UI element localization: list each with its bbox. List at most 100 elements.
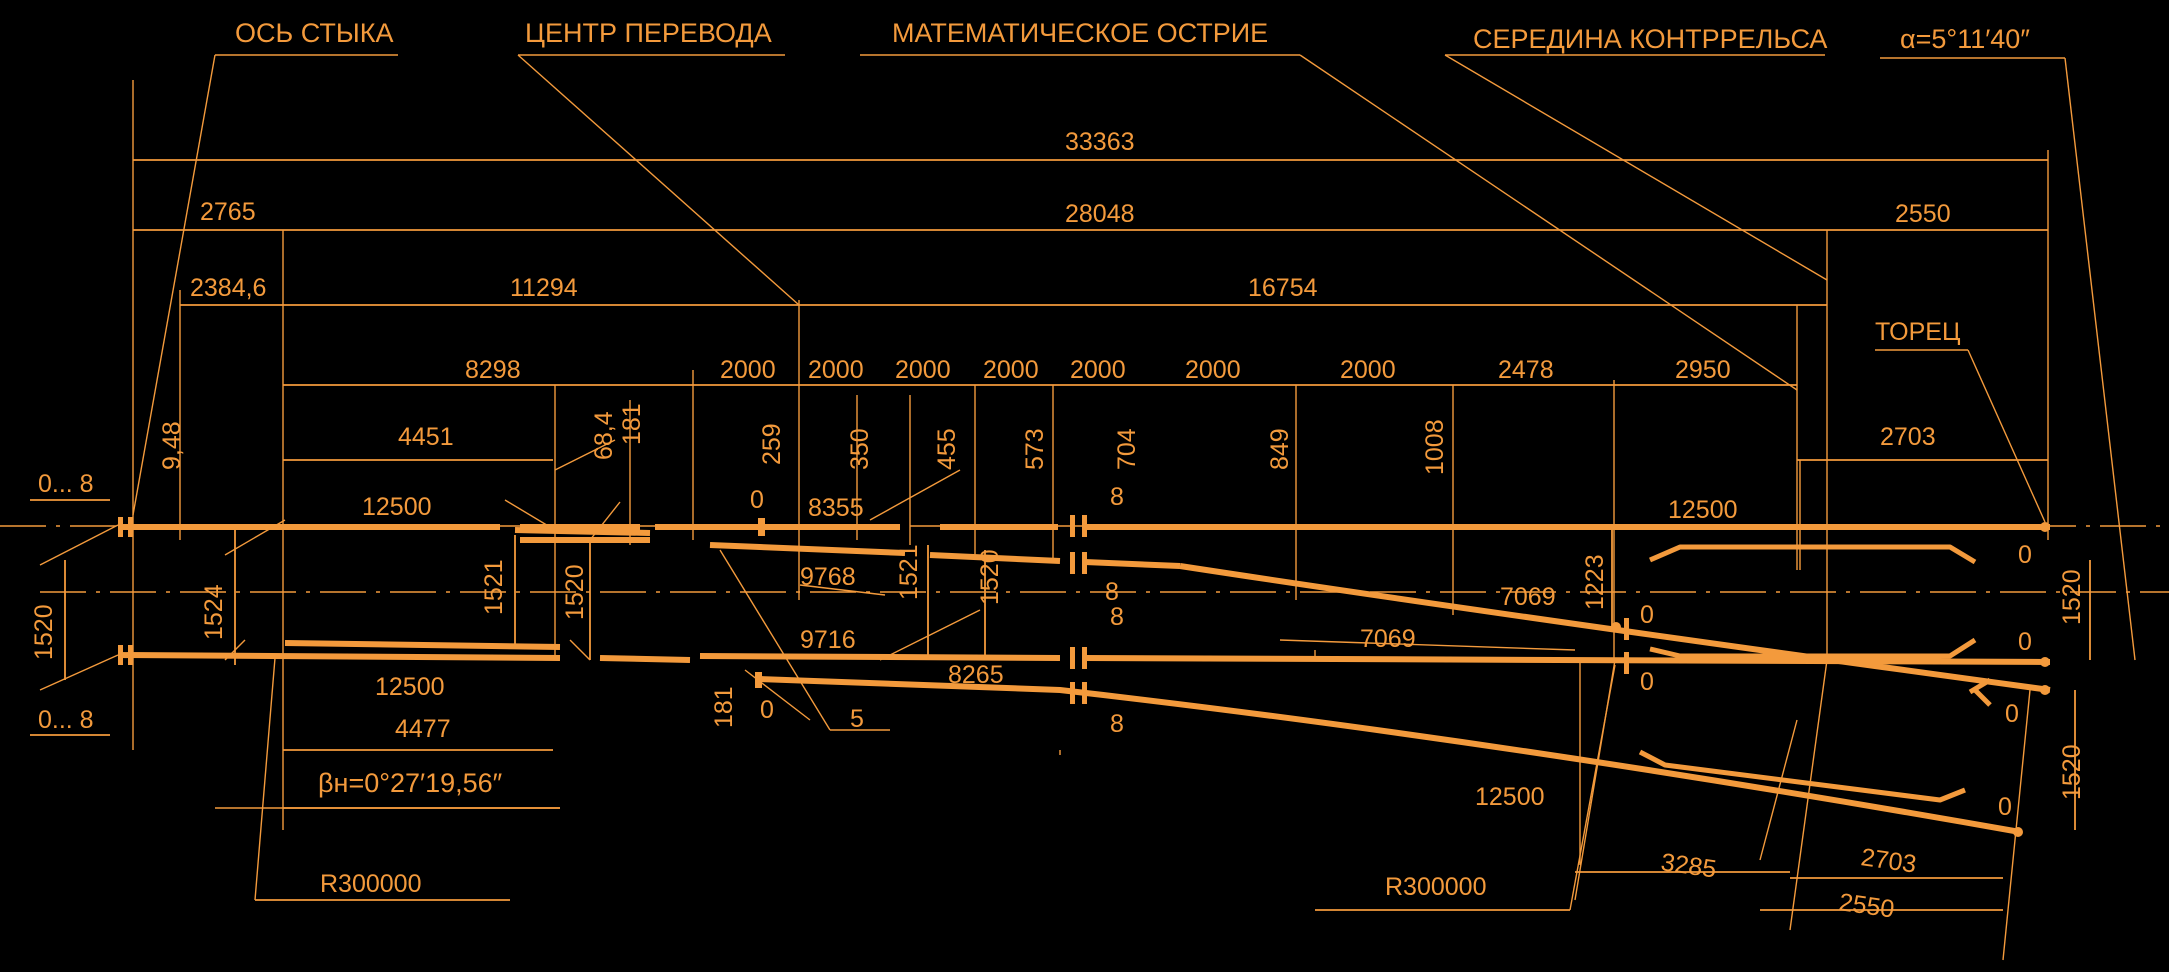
- offset-1008: 1008: [1421, 419, 1449, 475]
- gauge-1520-left: 1520: [30, 604, 58, 660]
- zero-6: 0: [2018, 628, 2032, 656]
- zero-4: 0: [1640, 668, 1654, 696]
- eight-d: 8: [1110, 710, 1124, 738]
- dim-4477: 4477: [395, 715, 451, 743]
- dim-28048: 28048: [1065, 200, 1135, 228]
- joint: [1624, 618, 1629, 640]
- joint: [128, 517, 133, 537]
- dim-2703-bottom: 2703: [1859, 843, 1918, 878]
- len-9716: 9716: [800, 626, 856, 654]
- end-point: [2040, 657, 2050, 667]
- label-check-rail-middle: СЕРЕДИНА КОНТРРЕЛЬСА: [1473, 24, 1827, 54]
- dim-9-48: 9,48: [158, 421, 186, 470]
- dim-2550-bottom: 2550: [1837, 888, 1896, 923]
- label-radius-right: R300000: [1385, 873, 1486, 901]
- leader-lines: [132, 54, 2136, 661]
- zero-5: 0: [2018, 541, 2032, 569]
- check-rail-mid: [1649, 637, 1977, 659]
- dim-181-bottom: 181: [710, 686, 738, 728]
- gauge-1520-r1: 1520: [2058, 569, 2086, 625]
- check-rail-end: [1968, 677, 1992, 707]
- check-rail-top: [1649, 544, 1977, 565]
- dim-gap-bottom: 0... 8: [38, 706, 94, 734]
- dim-68-4: 68,4: [590, 411, 618, 460]
- offset-849: 849: [1266, 428, 1294, 470]
- end-point: [2040, 685, 2050, 695]
- dim-2478: 2478: [1498, 356, 1554, 384]
- zero-7: 0: [2005, 700, 2019, 728]
- joint: [1082, 682, 1087, 704]
- stock-rail-bottom: [284, 640, 561, 650]
- len-12500-bottom-left: 12500: [375, 673, 445, 701]
- eight-a: 8: [1110, 483, 1124, 511]
- zero-1: 0: [750, 486, 764, 514]
- joint: [1070, 682, 1075, 704]
- dim-overall: 33363: [1065, 128, 1135, 156]
- len-7069-b: 7069: [1360, 625, 1416, 653]
- label-alpha: α=5°11′40″: [1900, 24, 2030, 54]
- switch-rail-d: [1084, 559, 1181, 569]
- eight-c: 8: [1110, 603, 1124, 631]
- dim-step-2: 2000: [808, 356, 864, 384]
- rail-bottom-seg3: [699, 653, 1061, 661]
- joint: [1082, 647, 1087, 669]
- label-switch-center: ЦЕНТР ПЕРЕВОДА: [525, 18, 772, 48]
- dim-2950: 2950: [1675, 356, 1731, 384]
- dim-8298: 8298: [465, 356, 521, 384]
- joint: [128, 645, 133, 665]
- eight-b: 8: [1105, 578, 1119, 606]
- gauge-1520-r2: 1520: [2058, 744, 2086, 800]
- len-12500-bottom-right: 12500: [1475, 783, 1545, 811]
- dim-gap-top: 0... 8: [38, 470, 94, 498]
- zero-8: 0: [1998, 793, 2012, 821]
- gauge-lines: [64, 525, 2091, 830]
- joint: [118, 645, 123, 665]
- reference-lines: [132, 80, 2049, 961]
- gauge-1521-a: 1521: [480, 559, 508, 615]
- offset-350: 350: [846, 428, 874, 470]
- len-12500-top-left: 12500: [362, 493, 432, 521]
- switch-rail-b: [709, 542, 906, 556]
- rails: [117, 524, 2051, 835]
- dim-4451: 4451: [398, 423, 454, 451]
- switch-rail-c: [929, 552, 1061, 564]
- zero-2: 0: [760, 696, 774, 724]
- dim-11294: 11294: [510, 274, 578, 302]
- dim-5: 5: [850, 705, 864, 733]
- dim-step-4: 2000: [983, 356, 1039, 384]
- dim-3285: 3285: [1659, 848, 1718, 883]
- dim-step-5: 2000: [1070, 356, 1126, 384]
- gauge-1520-d: 1520: [976, 549, 1004, 605]
- joint: [1070, 647, 1075, 669]
- len-12500-top-right: 12500: [1668, 496, 1738, 524]
- label-radius-left: R300000: [320, 870, 421, 898]
- closure-rail: [514, 527, 651, 536]
- dim-step-1: 2000: [720, 356, 776, 384]
- dim-16754: 16754: [1248, 274, 1318, 302]
- offset-455: 455: [933, 428, 961, 470]
- gauge-1524: 1524: [200, 584, 228, 640]
- label-math-point: МАТЕМАТИЧЕСКОЕ ОСТРИЕ: [892, 18, 1268, 48]
- dim-step-3: 2000: [895, 356, 951, 384]
- rail-bottom-main: [1084, 655, 2051, 665]
- len-9768: 9768: [800, 563, 856, 591]
- dim-step-6: 2000: [1185, 356, 1241, 384]
- len-8265: 8265: [948, 661, 1004, 689]
- gauge-1521-c: 1521: [895, 544, 923, 600]
- joint: [1624, 652, 1629, 674]
- dim-181-top: 181: [618, 403, 646, 445]
- joint: [1082, 515, 1087, 537]
- check-rail-bottom: [1638, 749, 1966, 803]
- label-end-face: ТОРЕЦ: [1875, 318, 1961, 346]
- joint: [1070, 552, 1075, 574]
- len-8355: 8355: [808, 494, 864, 522]
- len-7069-a: 7069: [1500, 583, 1556, 611]
- offset-lines: [179, 290, 1581, 865]
- dim-2703-top: 2703: [1880, 423, 1936, 451]
- label-joint-axis: ОСЬ СТЫКА: [235, 18, 393, 48]
- diverging-rail-inner: [1179, 563, 2051, 693]
- joint: [1082, 552, 1087, 574]
- dim-2384: 2384,6: [190, 274, 266, 302]
